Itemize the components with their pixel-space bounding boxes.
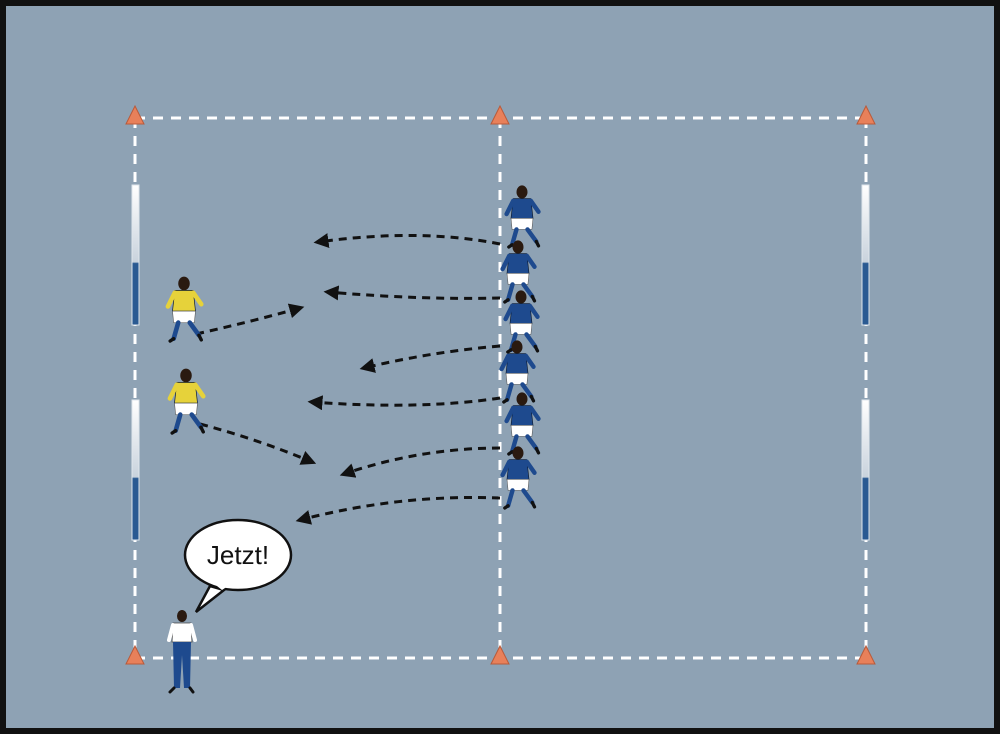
- run-arrow: [295, 495, 501, 525]
- training-cone-icon: [856, 644, 876, 665]
- run-arrows: [195, 233, 501, 525]
- speech-bubble-text: Jetzt!: [207, 540, 269, 570]
- training-cone-icon: [856, 104, 876, 125]
- run-arrow: [339, 446, 501, 478]
- mini-goal-icon: [131, 184, 140, 326]
- run-arrow: [307, 395, 501, 411]
- training-cone-icon: [125, 644, 145, 665]
- run-arrow: [359, 344, 501, 373]
- run-arrow: [323, 285, 501, 301]
- run-arrow: [313, 233, 501, 249]
- mini-goal-icon: [861, 399, 870, 541]
- defender-run-arrow: [199, 422, 317, 465]
- training-cone-icon: [490, 644, 510, 665]
- training-cone-icon: [125, 104, 145, 125]
- speech-bubble: Jetzt!: [183, 518, 293, 613]
- cones: [125, 104, 876, 665]
- mini-goal-icon: [131, 399, 140, 541]
- mini-goal-icon: [861, 184, 870, 326]
- coach-figure-icon: [167, 610, 197, 694]
- training-cone-icon: [490, 104, 510, 125]
